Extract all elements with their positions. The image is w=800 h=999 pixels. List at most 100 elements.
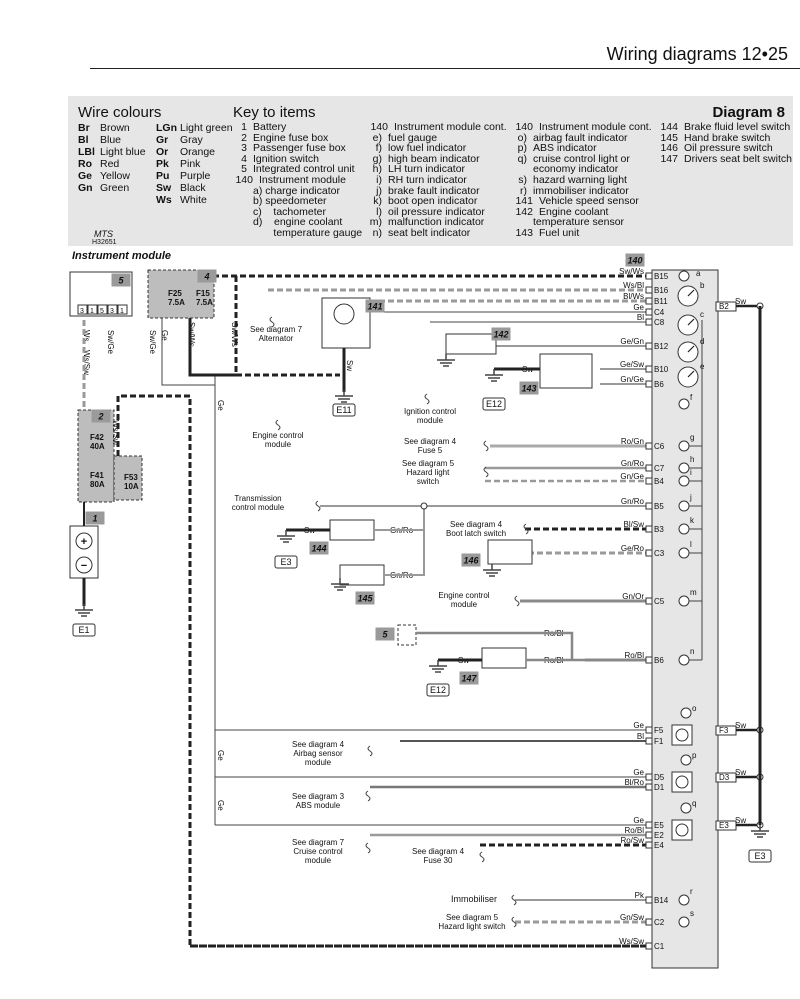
key-entry-text: economy indicator: [533, 163, 619, 176]
key-entry: c) tachometer: [231, 207, 362, 218]
key-entry-number: [231, 196, 247, 207]
pin-connector: [645, 726, 653, 734]
key-entry: p)ABS indicator: [511, 143, 652, 154]
wire-colour-label: Ro/Sw: [620, 836, 644, 845]
earth-label-box: [72, 623, 96, 637]
pin-connector: [645, 549, 653, 557]
key-entry-text: airbag fault indicator: [533, 131, 628, 144]
key-entry: i)RH turn indicator: [366, 175, 507, 186]
pin-label: C1: [654, 942, 665, 951]
pin-label-right: F3: [719, 726, 729, 735]
component-number-box: [459, 671, 479, 685]
page-title: Wiring diagrams 12•25: [606, 44, 788, 64]
pin-label: F1: [654, 737, 664, 746]
component-number-box: [491, 327, 511, 341]
wire-colour-label: Sw/Ge: [148, 330, 157, 355]
wire-colour-label: Ge: [633, 816, 644, 825]
feed-wire: [188, 318, 236, 377]
wire-colour-name: Red: [100, 158, 120, 170]
reference-squiggle: [365, 790, 371, 802]
wire-colour-label: Ro/Bl: [624, 826, 644, 835]
earth-label: E3: [754, 851, 765, 861]
pin-label: B3: [654, 525, 664, 534]
indicator-lamp: [678, 440, 690, 452]
key-entry-number: 2: [241, 131, 247, 144]
earth-label-box: [332, 403, 356, 417]
wire-colour-code: Pk: [156, 158, 169, 170]
handbrake-switch-box: [339, 564, 385, 586]
component-number-box: [85, 511, 105, 525]
reference-squiggle: [315, 500, 321, 512]
wire-colour-label: Ro/Bl: [624, 651, 644, 660]
key-entry-number: n): [372, 226, 382, 239]
wire-colour-code: LGn: [156, 122, 177, 134]
pin-label: C6: [654, 442, 665, 451]
pin-connector: [645, 477, 653, 485]
key-entry-text: fuel gauge: [388, 131, 438, 144]
key-entry-number: g): [372, 152, 382, 165]
wire-colour-label: Gn/Ro: [621, 459, 645, 468]
wire-colour-code: Or: [156, 146, 169, 158]
wire-colour-label: Ws/Sw: [619, 937, 644, 946]
section-title: Instrument module: [72, 250, 172, 262]
wire-colour-label: Gn/Ro: [621, 497, 645, 506]
gauge-needle: [687, 345, 695, 353]
indicator-lamp: [680, 802, 692, 814]
wire-colour-label: Sw/Ws: [619, 267, 644, 276]
component-number: 145: [357, 594, 373, 604]
component-number: 2: [97, 412, 103, 422]
wire-colour-label: Ge: [633, 768, 644, 777]
pin-label: B6: [654, 656, 664, 665]
wire-colour-name: Pink: [180, 158, 201, 170]
mts-code: H32651: [92, 239, 117, 246]
key-entry-text: Engine fuse box: [253, 131, 329, 144]
pin-label: C8: [654, 318, 665, 327]
diagram-number: Diagram 8: [712, 104, 785, 121]
key-entry-text: Passenger fuse box: [253, 142, 346, 155]
key-entry: s)hazard warning light: [511, 175, 652, 186]
wire-colour-label: Bl/Ro: [624, 778, 644, 787]
battery-minus-sign: −: [81, 560, 87, 572]
key-entry-text: b) speedometer: [253, 195, 327, 208]
wire-colour-label: Sw: [345, 360, 354, 371]
key-entry-text: high beam indicator: [388, 152, 480, 165]
indicator-lamp: [678, 547, 690, 559]
key-entry-number: 140: [370, 121, 388, 133]
indicator-letter: l: [690, 540, 692, 549]
key-entry-text: Engine coolant: [539, 205, 609, 218]
component-number: 142: [493, 330, 508, 340]
key-entry-text: LH turn indicator: [388, 163, 466, 176]
key-entry-text: cruise control light or: [533, 152, 630, 165]
reference-squiggle: [275, 419, 281, 431]
wire-colour-label: Sw/Ge: [106, 330, 115, 355]
key-entry: e)fuel gauge: [366, 131, 507, 144]
wire-colour-name: Blue: [100, 134, 122, 146]
pin-connector: [645, 525, 653, 533]
key-entry-text: c) tachometer: [253, 205, 326, 218]
indicator-letter: h: [690, 455, 694, 464]
pin-connector: [645, 597, 653, 605]
earth-label: E12: [486, 399, 502, 409]
key-entry: n)seat belt indicator: [366, 228, 507, 239]
wire-colour-label: Bl/Sw: [624, 520, 645, 529]
key-entry-text: malfunction indicator: [388, 216, 485, 229]
indicator-letter: m: [690, 588, 697, 597]
wiring-svg: 140Sw/WsB15Ws/BlB16Bl/WsB11GeC4BlC8Ge/Gn…: [69, 253, 772, 969]
wire-colour-label: Ge: [633, 303, 644, 312]
key-entry-text: Fuel unit: [539, 226, 580, 239]
